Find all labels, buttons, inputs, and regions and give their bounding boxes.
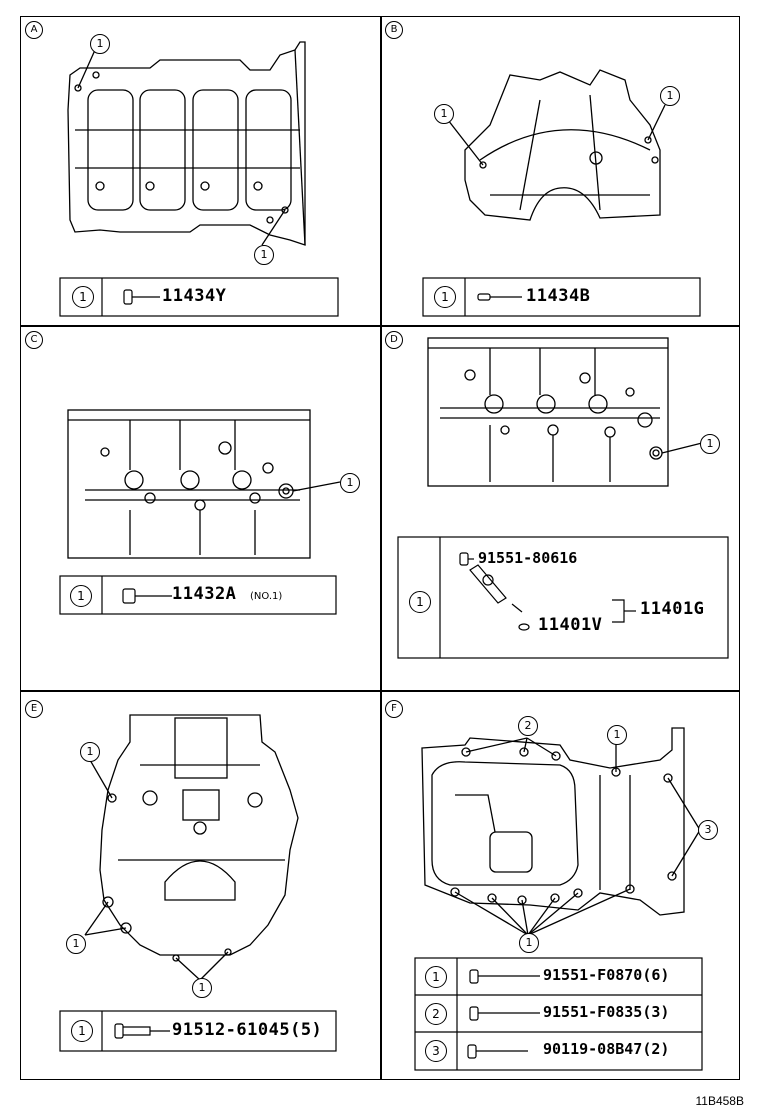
section-f-callout-3: 3 (698, 820, 718, 840)
section-d-label: D (385, 331, 403, 349)
center-divider (380, 16, 382, 1080)
section-f-callout-2: 2 (518, 716, 538, 736)
section-f-row2-number: 2 (425, 1003, 447, 1025)
section-f-row2-part: 91551-F0835(3) (543, 1003, 670, 1021)
section-f-row3-part: 90119-08B47(2) (543, 1040, 670, 1058)
section-f-row1-part: 91551-F0870(6) (543, 966, 670, 984)
section-a-callout-top: 1 (90, 34, 110, 54)
section-a-label: A (25, 21, 43, 39)
section-e-part-number: 91512-61045(5) (172, 1020, 323, 1040)
section-d-legend-number: 1 (409, 591, 431, 613)
section-b-part-number: 11434B (526, 286, 591, 306)
section-b-callout-left: 1 (434, 104, 454, 124)
section-c-part-note: (NO.1) (250, 591, 283, 602)
row-divider-1 (20, 325, 740, 327)
section-d-sub-part: 11401V (538, 615, 603, 635)
drawing-code: 11B458B (695, 1094, 745, 1108)
section-c-part-number: 11432A (172, 584, 237, 604)
row-divider-2 (20, 690, 740, 692)
section-f-row1-number: 1 (425, 966, 447, 988)
section-e-legend-number: 1 (71, 1020, 93, 1042)
section-a-part-number: 11434Y (162, 286, 227, 306)
section-b-label: B (385, 21, 403, 39)
section-f-label: F (385, 700, 403, 718)
section-c-callout: 1 (340, 473, 360, 493)
section-e-callout-left: 1 (66, 934, 86, 954)
section-d-assembly-part: 11401G (640, 599, 705, 619)
section-d-callout: 1 (700, 434, 720, 454)
section-e-callout-top: 1 (80, 742, 100, 762)
section-b-legend-number: 1 (434, 286, 456, 308)
section-d-bolt-part: 91551-80616 (478, 549, 578, 567)
section-c-label: C (25, 331, 43, 349)
section-c-legend-number: 1 (70, 585, 92, 607)
section-f-callout-1-bottom: 1 (519, 933, 539, 953)
section-e-label: E (25, 700, 43, 718)
section-a-legend-number: 1 (72, 286, 94, 308)
section-f-row3-number: 3 (425, 1040, 447, 1062)
section-a-callout-bottom: 1 (254, 245, 274, 265)
section-f-callout-1-top: 1 (607, 725, 627, 745)
section-b-callout-right: 1 (660, 86, 680, 106)
section-e-callout-bottom: 1 (192, 978, 212, 998)
